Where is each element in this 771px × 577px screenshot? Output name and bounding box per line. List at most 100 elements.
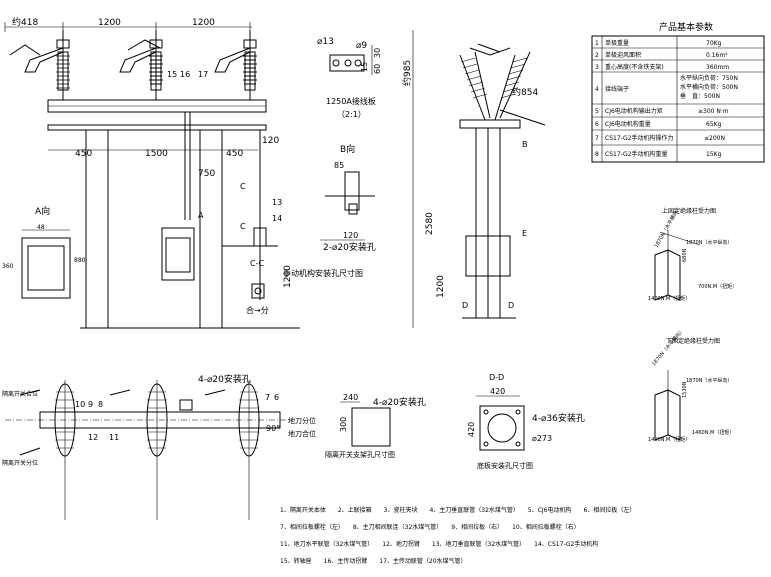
lower-force-title: 下固定绝缘柱受力图 <box>666 337 720 345</box>
upper-force-diagram: 上固定绝缘柱受力图 1870N（水平纵向） 1870N（水平横向） 680N 1… <box>648 205 737 302</box>
legend-line-4: 15、转轴座 16、主传动拐臂 17、主传动联管（20水煤气管） <box>280 557 467 565</box>
param-no-2: 2 <box>595 52 599 59</box>
upper-force-1: 1870N（水平纵向） <box>686 239 732 246</box>
param-no-4: 4 <box>595 86 599 93</box>
param-name-2: 单极迎风面积 <box>605 51 641 59</box>
c-mark-1: C <box>240 182 246 191</box>
param-no-1: 1 <box>595 40 599 47</box>
a-view-box <box>21 237 71 299</box>
param-name-7: CS17-G2手动机构操作力 <box>605 134 674 142</box>
param-name-6: CJ6电动机构重量 <box>605 120 651 128</box>
dim-1200-a: 1200 <box>98 18 121 28</box>
plan-side-open: 隔离开关分位 <box>2 459 38 467</box>
a-view-title: A向 <box>35 205 50 217</box>
dim-1200-height: 1200 <box>283 265 293 288</box>
side-beam <box>459 119 521 129</box>
cc-caption: 合→分 <box>246 305 269 315</box>
legend-line-1: 1、隔离开关本体 2、上联接箱 3、瓷柱夹块 4、主刀垂直联管（32水煤气管） … <box>280 506 635 514</box>
plan-part-6: 6 <box>274 393 279 402</box>
param-value-2: 0.16m² <box>706 52 728 59</box>
upper-force-3: 680N <box>682 248 688 262</box>
param-value-6: 65Kg <box>706 121 722 128</box>
plan-part-7: 7 <box>265 393 270 402</box>
bolt-dim-300: 300 <box>339 417 348 432</box>
plate-dia-9: ⌀9 <box>356 41 367 51</box>
side-label-e: E <box>522 229 527 238</box>
param-value-7: ≤200N <box>704 135 725 142</box>
base-holes: 4-⌀36安装孔 <box>532 412 585 424</box>
plate-scale: （2:1） <box>337 110 366 119</box>
base-column-circle <box>487 413 517 443</box>
side-view: 约985 2580 1200 约854 E B D D <box>401 30 546 328</box>
parts-legend: 1、隔离开关本体 2、上联接箱 3、瓷柱夹块 4、主刀垂直联管（32水煤气管） … <box>280 506 635 565</box>
lower-force-3: 1530N <box>682 381 688 398</box>
side-dim-880: 880 <box>74 257 86 264</box>
param-no-5: 5 <box>595 108 599 115</box>
param-name-3: 重心高度(不含铁支架) <box>605 63 664 71</box>
plan-ground-open: 地刀分位 <box>288 416 316 425</box>
bolt-holes: 4-⌀20安装孔 <box>373 396 426 408</box>
plan-side-closed: 隔离开关合位 <box>2 390 38 398</box>
front-view: 约418 1200 1200 15 16 17 <box>2 16 300 329</box>
v-insulators <box>459 43 546 126</box>
part-17: 17 <box>198 70 208 79</box>
plan-part-9: 9 <box>88 400 93 409</box>
side-box <box>465 235 511 277</box>
plan-ground-closed: 地刀合位 <box>288 429 316 438</box>
param-value-1: 70Kg <box>706 40 722 47</box>
param-name-5: CJ6电动机构输出力矩 <box>605 107 663 115</box>
cc-title: C-C <box>250 259 264 268</box>
label-14: 14 <box>272 214 282 223</box>
dim-450-right: 450 <box>226 149 243 159</box>
dim-1500: 1500 <box>145 149 168 159</box>
param-no-7: 7 <box>595 135 599 142</box>
param-no-6: 6 <box>595 121 599 128</box>
plate-detail: ⌀13 ⌀9 30 60 15 1250A接线板 （2:1） <box>317 37 382 119</box>
dim-1200-b: 1200 <box>192 18 215 28</box>
base-detail: D-D 420 420 4-⌀36安装孔 ⌀273 底板安装孔尺寸图 <box>467 373 585 470</box>
plan-part-10: 10 <box>75 400 85 409</box>
b-dim-85: 85 <box>334 161 344 170</box>
b-dim-120: 120 <box>343 231 358 240</box>
side-dim-48: 48 <box>37 224 45 231</box>
dim-418: 约418 <box>12 16 38 28</box>
param-name-8: CS17-G2手动机构重量 <box>605 150 668 158</box>
lower-bracket <box>654 389 669 441</box>
param-name-1: 单极重量 <box>605 39 629 47</box>
plan-view: 4-⌀20安装孔 10 9 8 7 6 12 11 90° 隔离开关合位 隔离开… <box>2 373 316 520</box>
lower-force-1: 1870N（水平纵向） <box>686 377 732 384</box>
b-caption: 手动机构安装孔尺寸图 <box>283 268 363 278</box>
base-caption: 底板安装孔尺寸图 <box>477 461 533 470</box>
param-name-4: 接线端子 <box>605 85 629 93</box>
side-dim-854: 约854 <box>512 86 538 98</box>
side-d-1: D <box>462 301 468 310</box>
support-leg-right <box>199 129 223 329</box>
pole-middle <box>119 30 163 100</box>
upper-force-title: 上固定绝缘柱受力图 <box>662 207 716 215</box>
bolt-plan: 240 4-⌀20安装孔 300 隔离开关支架孔尺寸图 <box>325 393 426 459</box>
part-16: 16 <box>180 70 190 79</box>
plate-dim-30: 30 <box>373 48 382 58</box>
param-title: 产品基本参数 <box>659 21 713 33</box>
param-no-3: 3 <box>595 64 599 71</box>
terminal-plate <box>329 54 365 72</box>
base-title: D-D <box>489 373 504 382</box>
side-d-2: D <box>508 301 514 310</box>
support-leg-left <box>85 129 109 329</box>
plate-dim-15: 15 <box>360 62 369 72</box>
plan-part-11: 11 <box>109 433 119 442</box>
base-dim-v: 420 <box>467 422 476 437</box>
side-label-b: B <box>522 140 528 149</box>
plan-angle: 90° <box>266 424 280 433</box>
param-no-8: 8 <box>595 151 599 158</box>
c-mark-2: C <box>240 222 246 231</box>
lower-force-4: 1400N.M（扭矩） <box>648 436 690 443</box>
plate-caption: 1250A接线板 <box>326 96 376 106</box>
param-value-3: 360mm <box>706 64 729 71</box>
lower-force-5: 1460N.M（扭矩） <box>692 429 734 436</box>
side-dim-1200: 1200 <box>436 275 446 298</box>
plate-dim-60: 60 <box>373 64 382 74</box>
param-value-5: ≥300 N·m <box>698 108 729 115</box>
upper-bracket <box>654 249 669 301</box>
